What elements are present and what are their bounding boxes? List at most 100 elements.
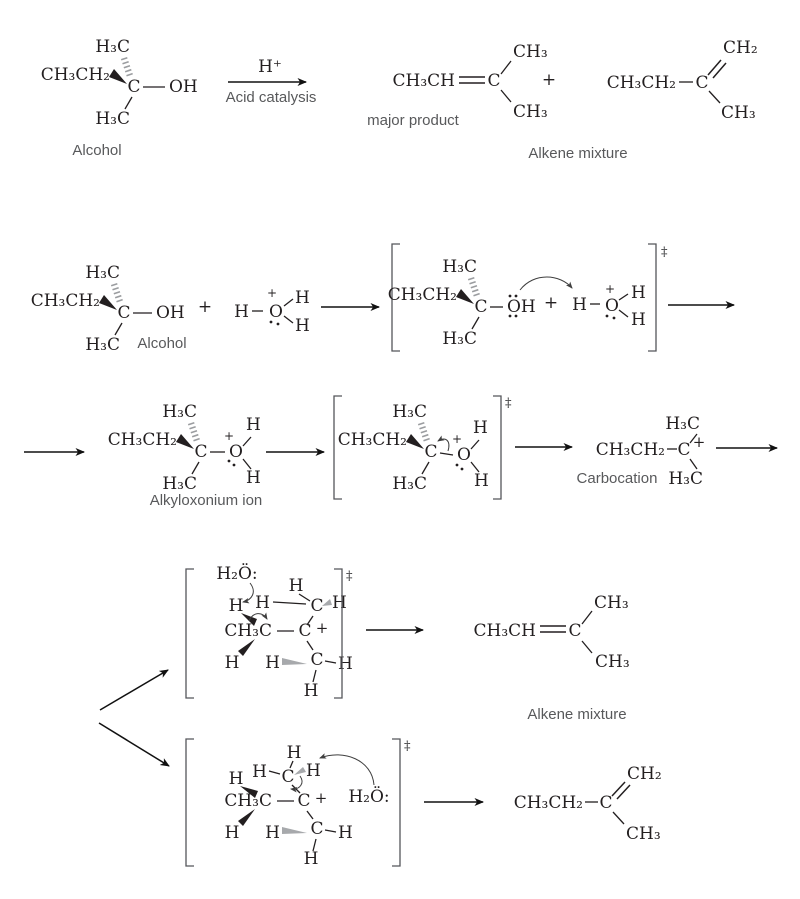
alcohol-structure-step1: CH₃CH₂ H₃C C OH H₃C Alcohol bbox=[31, 263, 187, 355]
methyl-group-top: CH₃ bbox=[594, 593, 629, 613]
lone-pair-dot bbox=[460, 467, 464, 471]
minor-product-structure: CH₃CH₂ C CH₂ CH₃ bbox=[607, 38, 758, 123]
central-carbon: C bbox=[474, 297, 487, 317]
hydroxyl-group: OH bbox=[169, 77, 198, 97]
c-h-bond bbox=[312, 669, 317, 683]
methyl-group-top: H₃C bbox=[85, 263, 120, 283]
methyl-carbon-top: C bbox=[310, 596, 323, 616]
water-with-lone-pairs: H₂Ö: bbox=[216, 563, 257, 584]
leaving-hydrogen: H bbox=[306, 761, 321, 781]
ethyl-group: CH₃CH₂ bbox=[607, 73, 676, 93]
methyl-group-bottom: CH₃ bbox=[513, 102, 548, 122]
hydrogen: H bbox=[332, 593, 347, 613]
c-h-bond bbox=[324, 660, 337, 664]
alkyloxonium-label: Alkyloxonium ion bbox=[150, 492, 263, 509]
c-ch3-bond bbox=[500, 89, 512, 103]
hydrogen: H bbox=[631, 283, 646, 303]
alkene-mixture-label: Alkene mixture bbox=[527, 706, 626, 723]
curved-electron-arrow bbox=[242, 582, 254, 604]
methyl-group-bottom: H₃C bbox=[392, 474, 427, 494]
central-carbon: C bbox=[127, 77, 140, 97]
wedge-bond bbox=[238, 639, 255, 656]
c-ch3-bond bbox=[471, 316, 480, 330]
lone-pair-dot bbox=[605, 314, 609, 318]
methyl-carbon-bottom: C bbox=[310, 819, 323, 839]
gray-wedge-bond bbox=[294, 767, 306, 775]
sp2-carbon: C bbox=[695, 73, 708, 93]
gray-wedge-bond bbox=[322, 599, 332, 606]
wedge-bond bbox=[238, 809, 255, 826]
hydrogen: H bbox=[234, 302, 249, 322]
double-dagger-symbol: ‡ bbox=[346, 569, 353, 584]
curved-electron-arrow bbox=[519, 276, 573, 291]
formal-charge-plus: + bbox=[452, 432, 462, 446]
hydrogen: H bbox=[255, 593, 270, 613]
sp2-carbon: C bbox=[599, 793, 612, 813]
water-with-lone-pairs: H₂Ö: bbox=[348, 786, 389, 807]
curved-electron-arrow bbox=[437, 435, 450, 452]
mechanism-step-elimination: H₂Ö: H CH₃ C H C + C H H H C H H bbox=[98, 563, 662, 869]
overview-reaction: CH₃CH₂ H₃C C OH H₃C Alcohol H⁺ Acid cata… bbox=[41, 37, 758, 162]
methyl-group-top: H₃C bbox=[392, 402, 427, 422]
c-ch3-bond bbox=[581, 610, 593, 625]
beta-hydrogen: H bbox=[229, 596, 244, 616]
gray-wedge-bond bbox=[282, 658, 307, 665]
hydrogen: H bbox=[572, 295, 587, 315]
c-ch3-bond bbox=[708, 90, 721, 104]
formal-charge-plus: + bbox=[315, 789, 328, 807]
double-bond-line bbox=[712, 62, 727, 79]
c-h-bond bbox=[312, 838, 317, 852]
double-bond-line bbox=[616, 784, 631, 800]
major-product-structure: CH₃CH C CH₃ CH₃ major product bbox=[367, 42, 548, 129]
gray-wedge-bond bbox=[282, 827, 307, 834]
hydrogen: H bbox=[338, 654, 353, 674]
curved-electron-arrow bbox=[290, 775, 303, 793]
formal-charge-plus: + bbox=[316, 619, 329, 637]
c-ch3-bond bbox=[689, 458, 698, 470]
formal-charge-plus: + bbox=[224, 429, 234, 443]
hash-wedge-bond bbox=[187, 421, 201, 443]
major-alkene-product: CH₃CH C CH₃ CH₃ bbox=[474, 593, 630, 672]
hydrogen: H bbox=[631, 310, 646, 330]
bracket-left bbox=[391, 243, 400, 352]
sp2-carbon: C bbox=[487, 71, 500, 91]
c-ch3-bond bbox=[689, 433, 698, 444]
methyl-group-top: H₃C bbox=[95, 37, 130, 57]
ch3ch-group: CH₃CH bbox=[474, 621, 536, 641]
plus-sign: + bbox=[542, 70, 556, 90]
hydrogen: H bbox=[265, 653, 280, 673]
lone-pair-dot bbox=[514, 294, 518, 298]
ethyl-group: CH₃CH₂ bbox=[31, 291, 100, 311]
hydrogen: H bbox=[304, 849, 319, 869]
bracket-left bbox=[185, 738, 194, 867]
methyl-group-bottom: H₃C bbox=[668, 469, 703, 489]
lone-pair-dot bbox=[508, 294, 512, 298]
h-plus-catalyst: H⁺ bbox=[258, 57, 282, 77]
lone-pair-dot bbox=[232, 463, 236, 467]
methyl-group-bottom: CH₃ bbox=[721, 103, 756, 123]
cationic-carbon: C bbox=[298, 621, 311, 641]
lone-pair-dot bbox=[276, 322, 280, 326]
oxygen: O bbox=[269, 302, 283, 322]
c-c-bond bbox=[306, 640, 314, 651]
ethyl-group: CH₃CH₂ bbox=[388, 285, 457, 305]
curved-electron-arrow bbox=[319, 753, 375, 786]
hydrogen: H bbox=[289, 576, 304, 596]
carbocation-label: Carbocation bbox=[577, 470, 658, 487]
hydrogen: H bbox=[474, 471, 489, 491]
o-h-bond bbox=[242, 436, 252, 447]
lone-pair-dot bbox=[455, 463, 459, 467]
methyl-carbon-top: C bbox=[281, 767, 294, 787]
hydrogen: H bbox=[229, 769, 244, 789]
methyl-group-top: H₃C bbox=[162, 402, 197, 422]
carbocation-structure: CH₃CH₂ C H₃C + H₃C Carbocation bbox=[577, 414, 706, 489]
bracket-left bbox=[333, 395, 342, 500]
wedge-bond bbox=[109, 69, 127, 84]
c-h-bond bbox=[268, 770, 281, 775]
oxygen: O bbox=[457, 445, 471, 465]
methyl-group-top: H₃C bbox=[442, 257, 477, 277]
hydrogen: H bbox=[287, 743, 302, 763]
o-h-bond bbox=[283, 315, 294, 324]
hydrogen: H bbox=[473, 418, 488, 438]
